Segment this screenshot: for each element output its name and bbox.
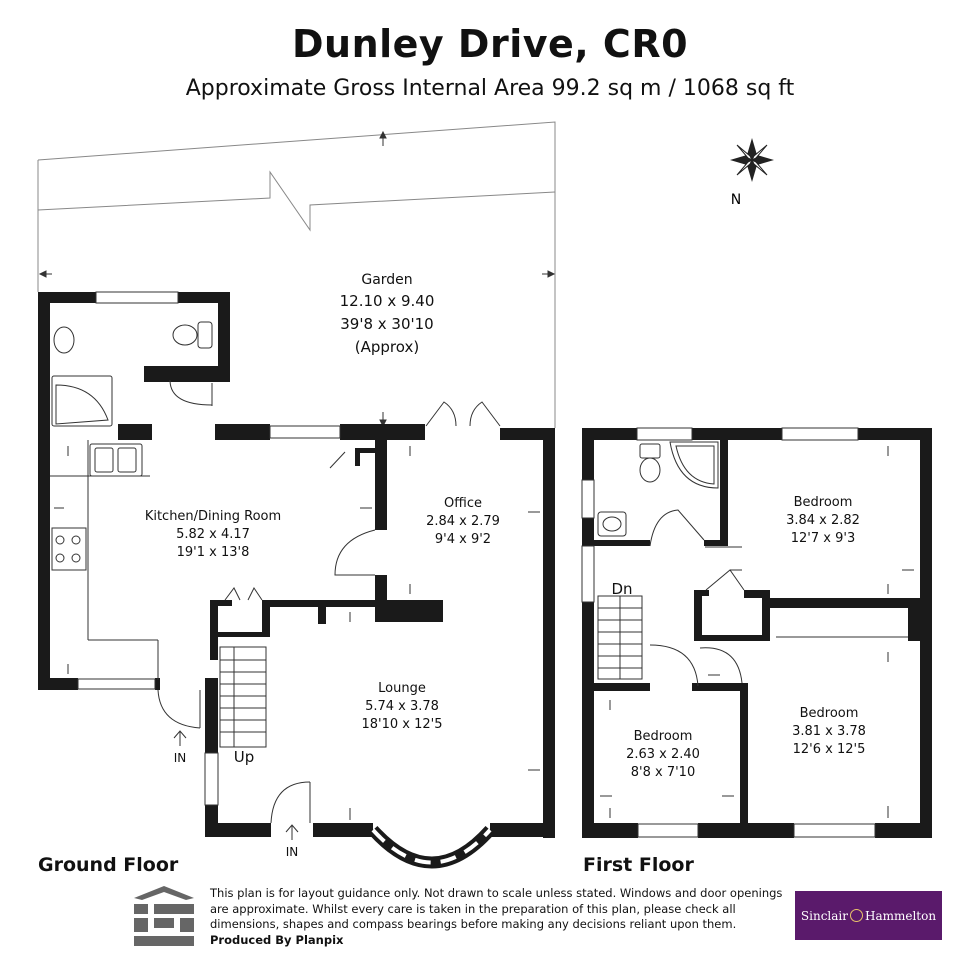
kitchen-metric: 5.82 x 4.17 — [176, 527, 250, 542]
office-metric: 2.84 x 2.79 — [426, 514, 500, 529]
dimension-arrows — [38, 130, 556, 428]
bedroom2-imperial: 12'6 x 12'5 — [793, 742, 866, 757]
page-title: Dunley Drive, CR0 — [291, 22, 689, 66]
brand-left: Sinclair — [800, 908, 848, 923]
stairs-up-label: Up — [234, 748, 255, 766]
kitchen-fixtures — [50, 440, 159, 680]
page-subtitle: Approximate Gross Internal Area 99.2 sq … — [185, 76, 795, 101]
room-dimension-arrows — [54, 446, 914, 820]
house-icon — [849, 909, 863, 922]
agent-logo: Sinclair Hammelton — [795, 891, 942, 940]
compass-label: N — [731, 192, 741, 208]
brand-right: Hammelton — [864, 908, 937, 923]
office-name: Office — [444, 496, 482, 511]
disclaimer: This plan is for layout guidance only. N… — [210, 886, 790, 948]
first-floor-walls — [582, 428, 932, 838]
ground-floor-doors — [157, 379, 501, 824]
garden-outline — [37, 121, 556, 428]
entrance-front-label: IN — [286, 845, 299, 859]
bedroom2-name: Bedroom — [800, 706, 859, 721]
entrance-arrows — [173, 730, 299, 840]
lounge-imperial: 18'10 x 12'5 — [361, 717, 442, 732]
first-floor-label: First Floor — [583, 854, 694, 876]
lounge-name: Lounge — [378, 681, 426, 696]
garden-name: Garden — [361, 272, 412, 288]
bedroom1-metric: 3.84 x 2.82 — [786, 513, 860, 528]
bedroom3-name: Bedroom — [634, 729, 693, 744]
bedroom3-metric: 2.63 x 2.40 — [626, 747, 700, 762]
ground-floor-walls — [38, 292, 555, 838]
entrance-side-label: IN — [174, 751, 187, 765]
compass-rose — [730, 138, 774, 182]
lounge-metric: 5.74 x 3.78 — [365, 699, 439, 714]
first-bathroom-fixtures — [597, 441, 719, 537]
produced-by: Produced By Planpix — [210, 932, 344, 947]
ground-floor-label: Ground Floor — [38, 854, 179, 876]
ground-bathroom-fixtures — [51, 321, 213, 427]
garden-imperial: 39'8 x 30'10 — [340, 315, 433, 333]
garden-note: (Approx) — [355, 338, 419, 356]
kitchen-name: Kitchen/Dining Room — [145, 509, 281, 524]
stairs-down — [597, 595, 643, 680]
bedroom1-imperial: 12'7 x 9'3 — [791, 531, 855, 546]
planpix-logo-icon — [134, 886, 194, 946]
ground-floor-windows — [77, 291, 341, 806]
bay-window — [368, 825, 495, 869]
stairs-up — [219, 646, 267, 748]
bedroom1-name: Bedroom — [794, 495, 853, 510]
kitchen-imperial: 19'1 x 13'8 — [177, 545, 250, 560]
bedroom2-metric: 3.81 x 3.78 — [792, 724, 866, 739]
disclaimer-text: This plan is for layout guidance only. N… — [210, 886, 783, 931]
room-labels: Garden 12.10 x 9.40 39'8 x 30'10 (Approx… — [145, 272, 866, 859]
stairs-down-label: Dn — [611, 580, 632, 598]
garden-metric: 12.10 x 9.40 — [340, 292, 435, 310]
bedroom3-imperial: 8'8 x 7'10 — [631, 765, 695, 780]
office-imperial: 9'4 x 9'2 — [435, 532, 491, 547]
first-floor-windows — [581, 427, 876, 838]
